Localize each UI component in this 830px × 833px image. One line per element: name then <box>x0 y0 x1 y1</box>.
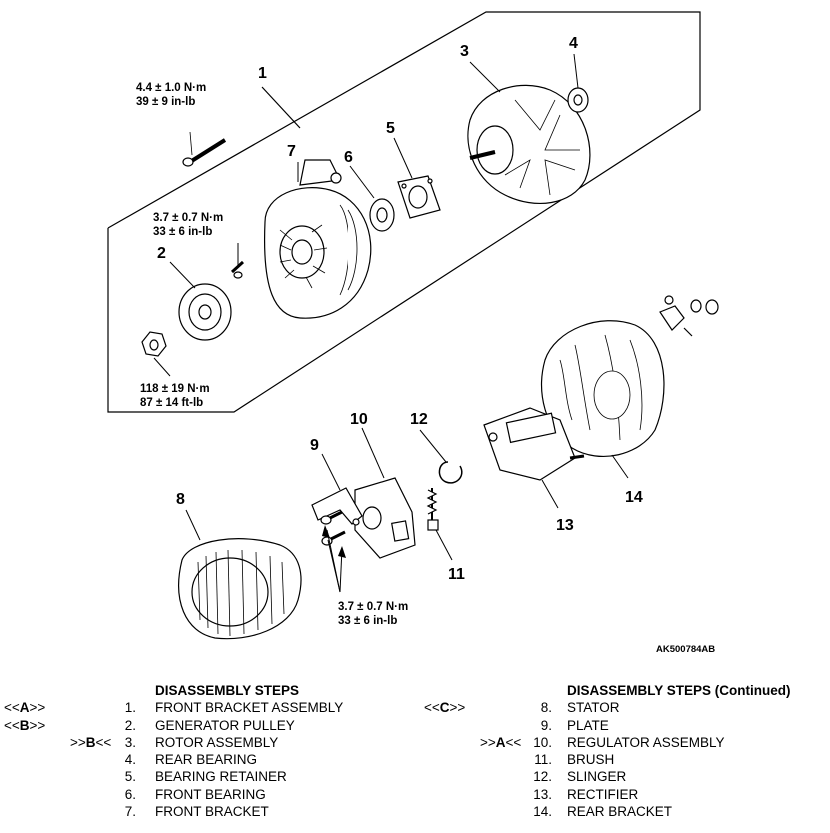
torque-screw-metric: 3.7 ± 0.7 N·m <box>153 212 223 224</box>
exploded-view-diagram: 1 2 3 4 5 6 7 8 9 10 11 12 13 14 4.4 ± 1… <box>107 11 719 655</box>
regulator-screws <box>320 510 346 546</box>
step-label: BRUSH <box>567 752 615 768</box>
left-steps-items: <<A>> 1. FRONT BRACKET ASSEMBLY <<B>> 2. GENE… <box>0 699 420 820</box>
step-number: 6. <box>124 786 136 802</box>
front-bearing <box>369 198 395 232</box>
step-row: >>A<< 10. REGULATOR ASSEMBLY <box>420 734 830 751</box>
callout-3: 3 <box>460 43 469 60</box>
front-bracket <box>263 159 372 319</box>
callout-10: 10 <box>350 411 368 428</box>
step-label: REAR BRACKET <box>567 804 673 820</box>
torque-nut-imperial: 87 ± 14 ft-lb <box>140 397 203 409</box>
step-row: <<B>> 2. GENERATOR PULLEY <box>0 717 420 734</box>
step-tag: <<A>> <box>4 700 46 716</box>
torque-regulator-metric: 3.7 ± 0.7 N·m <box>338 601 408 613</box>
step-prefix: >>B<< <box>70 734 112 750</box>
plate <box>311 487 363 526</box>
brush <box>426 488 439 531</box>
rotor-assembly <box>467 84 591 204</box>
torque-regulator-imperial: 33 ± 6 in-lb <box>338 615 397 627</box>
assembly-outline <box>107 11 701 413</box>
step-label: BEARING RETAINER <box>155 769 287 785</box>
step-row: 5. BEARING RETAINER <box>0 768 420 785</box>
step-number: 11. <box>534 752 552 768</box>
step-number: 8. <box>540 700 552 716</box>
step-label: GENERATOR PULLEY <box>155 717 295 733</box>
through-bolt <box>182 131 227 167</box>
callout-14: 14 <box>625 489 643 506</box>
step-number: 9. <box>540 717 552 733</box>
callout-8: 8 <box>176 491 185 508</box>
pulley-nut <box>141 331 167 357</box>
step-row: <<A>> 1. FRONT BRACKET ASSEMBLY <box>0 699 420 716</box>
step-number: 1. <box>124 700 136 716</box>
torque-nut-metric: 118 ± 19 N·m <box>140 383 210 395</box>
rear-bracket <box>541 320 665 458</box>
step-label: STATOR <box>567 700 620 716</box>
step-label: FRONT BRACKET <box>155 804 269 820</box>
step-label: PLATE <box>567 717 609 733</box>
generator-pulley <box>178 283 232 341</box>
step-number: 13. <box>533 786 552 802</box>
right-steps-heading-row: DISASSEMBLY STEPS (Continued) <box>420 682 830 699</box>
step-label: FRONT BEARING <box>155 786 266 802</box>
step-number: 5. <box>124 769 136 785</box>
callout-9: 9 <box>310 437 319 454</box>
step-number: 14. <box>533 804 552 820</box>
left-steps-heading: DISASSEMBLY STEPS <box>155 683 300 698</box>
torque-bolt-imperial: 39 ± 9 in-lb <box>136 96 195 108</box>
step-label: REAR BEARING <box>155 752 258 768</box>
step-label: SLINGER <box>567 769 627 785</box>
step-tag: <<B>> <box>4 717 46 733</box>
rectifier <box>483 407 585 481</box>
callout-4: 4 <box>569 35 578 52</box>
regulator-assembly <box>354 477 416 559</box>
step-row: 6. FRONT BEARING <box>0 786 420 803</box>
rear-bearing <box>567 87 589 113</box>
step-row: 13. RECTIFIER <box>420 786 830 803</box>
step-number: 4. <box>124 752 136 768</box>
callout-1: 1 <box>258 65 267 82</box>
step-label: ROTOR ASSEMBLY <box>155 734 279 750</box>
terminal-parts <box>659 295 719 337</box>
stator <box>178 538 302 640</box>
torque-bolt-metric: 4.4 ± 1.0 N·m <box>136 82 206 94</box>
step-label: REGULATOR ASSEMBLY <box>567 734 725 750</box>
bracket-screw <box>230 260 245 279</box>
step-number: 7. <box>124 804 136 820</box>
step-label: FRONT BRACKET ASSEMBLY <box>155 700 344 716</box>
right-steps-list: DISASSEMBLY STEPS (Continued) <<C>> 8. STA… <box>420 682 830 820</box>
callout-7: 7 <box>287 143 296 160</box>
step-row: <<C>> 8. STATOR <box>420 699 830 716</box>
slinger <box>438 461 463 484</box>
figure-code: AK500784AB <box>656 644 715 655</box>
step-row: 14. REAR BRACKET <box>420 803 830 820</box>
step-tag: <<C>> <box>424 700 466 716</box>
step-row: >>B<< 3. ROTOR ASSEMBLY <box>0 734 420 751</box>
right-steps-items: <<C>> 8. STATOR 9. PLATE >>A<< 10. REGULATOR AS… <box>420 699 830 820</box>
callout-2: 2 <box>157 245 166 262</box>
step-row: 4. REAR BEARING <box>0 751 420 768</box>
callout-12: 12 <box>410 411 428 428</box>
step-prefix: >>A<< <box>480 734 522 750</box>
step-number: 12. <box>533 769 552 785</box>
bearing-retainer <box>397 175 441 219</box>
step-label: RECTIFIER <box>567 786 639 802</box>
callout-13: 13 <box>556 517 574 534</box>
step-row: 12. SLINGER <box>420 768 830 785</box>
step-row: 7. FRONT BRACKET <box>0 803 420 820</box>
step-number: 10. <box>533 734 552 750</box>
step-number: 2. <box>124 717 136 733</box>
right-steps-heading: DISASSEMBLY STEPS (Continued) <box>567 683 791 698</box>
step-row: 11. BRUSH <box>420 751 830 768</box>
left-steps-heading-row: DISASSEMBLY STEPS <box>0 682 420 699</box>
torque-screw-imperial: 33 ± 6 in-lb <box>153 226 212 238</box>
step-number: 3. <box>124 734 136 750</box>
left-steps-list: DISASSEMBLY STEPS <<A>> 1. FRONT BRACKET A… <box>0 682 420 820</box>
callout-5: 5 <box>386 120 395 137</box>
step-row: 9. PLATE <box>420 717 830 734</box>
callout-11: 11 <box>448 566 465 583</box>
callout-6: 6 <box>344 149 353 166</box>
